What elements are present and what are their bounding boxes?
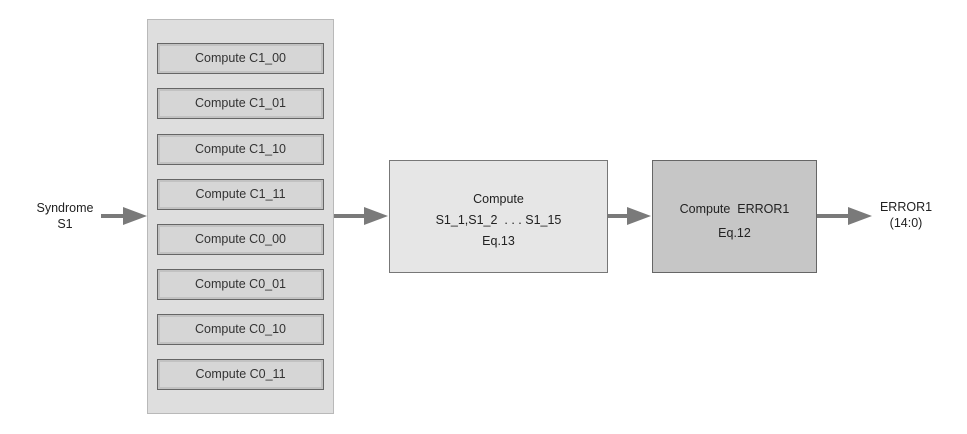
compute-error1-box: Compute ERROR1 Eq.12	[652, 160, 817, 273]
input-label: Syndrome S1	[24, 200, 106, 232]
compute-s1-line2: S1_1,S1_2 . . . S1_15	[435, 213, 562, 227]
compute-c1-11-box: Compute C1_11	[157, 179, 324, 210]
arrow-right-to-output	[817, 207, 872, 225]
compute-error1-line1: Compute ERROR1	[679, 202, 790, 216]
arrow-middle-to-right	[608, 207, 651, 225]
compute-c1-01-box: Compute C1_01	[157, 88, 324, 119]
compute-c1-00-box: Compute C1_00	[157, 43, 324, 74]
input-label-line2: S1	[57, 217, 73, 231]
compute-c-panel	[147, 19, 334, 414]
compute-error1-line2: Eq.12	[718, 226, 751, 240]
compute-c1-10-box: Compute C1_10	[157, 134, 324, 165]
compute-c0-00-box: Compute C0_00	[157, 224, 324, 255]
compute-c0-01-box: Compute C0_01	[157, 269, 324, 300]
arrow-panel-to-middle	[334, 207, 388, 225]
compute-s1-box: Compute S1_1,S1_2 . . . S1_15 Eq.13	[389, 160, 608, 273]
compute-s1-line3: Eq.13	[482, 234, 515, 248]
arrow-input-to-panel	[101, 207, 147, 225]
output-label-line2: (14:0)	[889, 216, 923, 230]
output-label: ERROR1 (14:0)	[866, 199, 946, 231]
output-label-line1: ERROR1	[879, 200, 933, 214]
compute-c0-11-box: Compute C0_11	[157, 359, 324, 390]
input-label-line1: Syndrome	[36, 201, 94, 215]
compute-c0-10-box: Compute C0_10	[157, 314, 324, 345]
compute-s1-line1: Compute	[473, 192, 524, 206]
